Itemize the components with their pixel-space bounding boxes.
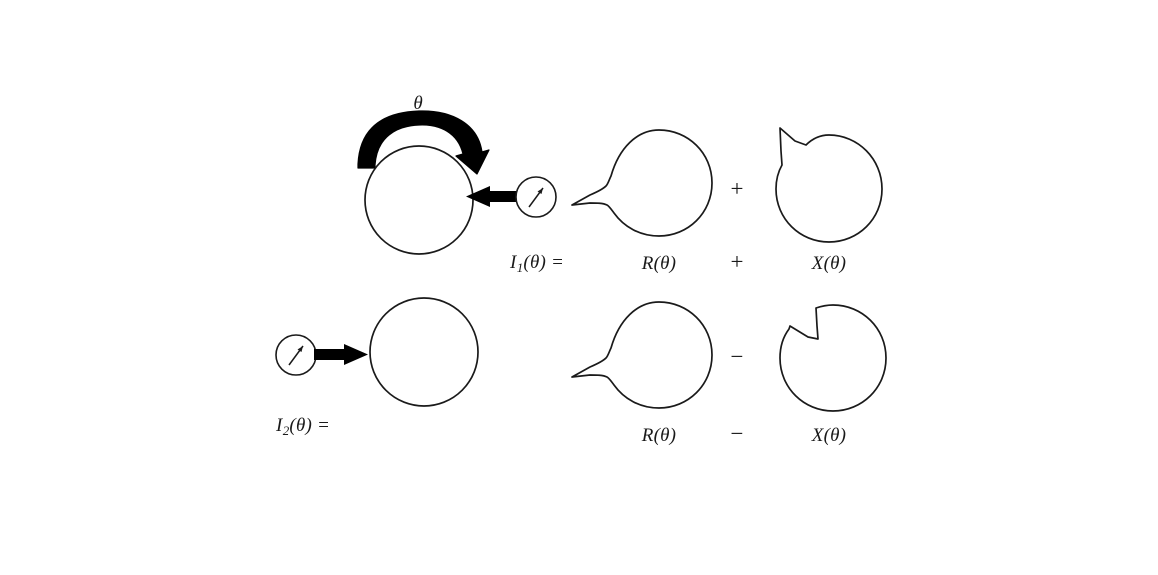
label-X-row2: X(θ) bbox=[811, 425, 847, 446]
operator-plus-labels: + bbox=[730, 249, 744, 274]
beam-arrow-row2 bbox=[314, 344, 368, 365]
I1-symbol: I bbox=[510, 251, 517, 273]
label-R-row1: R(θ) bbox=[641, 253, 677, 274]
operator-minus-labels: − bbox=[730, 421, 744, 446]
operator-minus-shapes: − bbox=[730, 344, 744, 369]
target-circle-row1 bbox=[364, 145, 474, 255]
shape-X-row1 bbox=[775, 127, 883, 243]
I2-symbol: I bbox=[276, 414, 283, 436]
I2-argument: (θ) = bbox=[289, 414, 330, 436]
rotation-arrow-clockwise bbox=[357, 110, 490, 175]
I2-subscript: 2 bbox=[282, 423, 290, 439]
label-X-row1: X(θ) bbox=[811, 253, 847, 274]
theta-label: θ bbox=[413, 93, 423, 114]
target-circle-row2 bbox=[369, 297, 479, 407]
label-R-row2: R(θ) bbox=[641, 425, 677, 446]
shape-R-row2 bbox=[571, 301, 713, 409]
shape-X-row2 bbox=[779, 304, 887, 412]
operator-plus-shapes: + bbox=[730, 176, 744, 201]
source-circle-row2 bbox=[275, 334, 317, 376]
I1-argument: (θ) = bbox=[523, 251, 564, 273]
shape-R-row1 bbox=[571, 129, 713, 237]
I1-subscript: 1 bbox=[516, 260, 524, 276]
source-circle-row1 bbox=[515, 176, 557, 218]
equation-label-I2: I2(θ) = bbox=[276, 415, 330, 439]
beam-arrow-row1 bbox=[466, 186, 518, 207]
equation-label-I1: I1(θ) = bbox=[510, 252, 564, 276]
